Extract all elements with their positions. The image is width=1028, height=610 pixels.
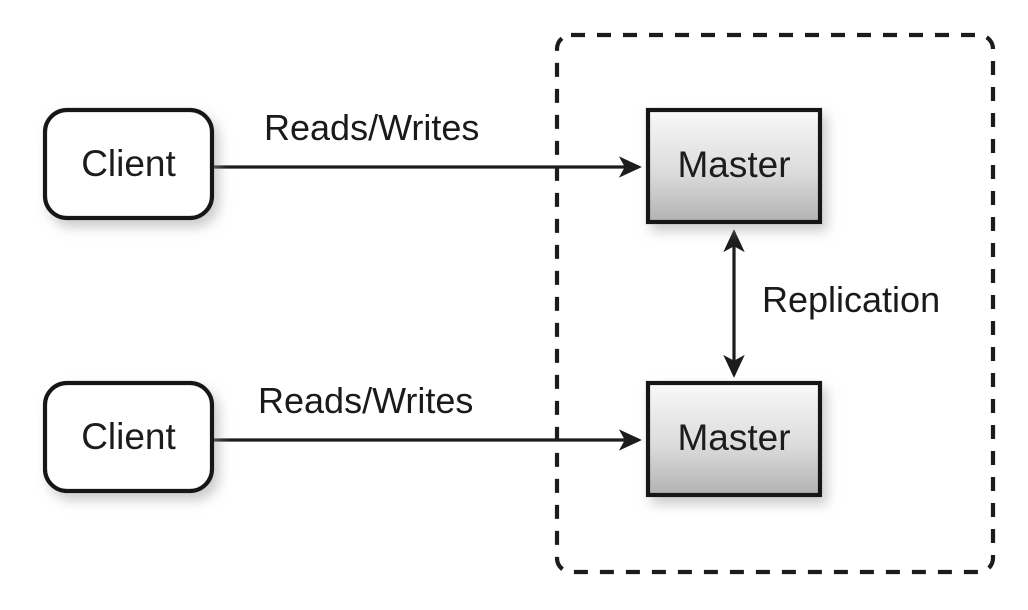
client-top-label: Client [81, 143, 176, 184]
node-master-top[interactable]: Master [645, 107, 823, 225]
edge-label-reads-writes-top: Reads/Writes [264, 107, 479, 148]
master-bottom-label: Master [677, 417, 790, 458]
node-client-top[interactable]: Client [42, 107, 215, 221]
node-master-bottom[interactable]: Master [645, 380, 823, 498]
client-bottom-box[interactable] [42, 380, 215, 494]
edge-label-replication: Replication [762, 279, 940, 320]
node-client-bottom[interactable]: Client [42, 380, 215, 494]
master-bottom-box[interactable] [645, 380, 823, 498]
replication-cluster-boundary [554, 32, 996, 575]
master-top-box[interactable] [645, 107, 823, 225]
edge-reads-writes-top: Reads/Writes [212, 107, 642, 178]
master-top-label: Master [677, 144, 790, 185]
client-top-box[interactable] [42, 107, 215, 221]
client-bottom-label: Client [81, 416, 176, 457]
edge-replication: Replication [723, 229, 940, 378]
edge-label-reads-writes-bottom: Reads/Writes [258, 380, 473, 421]
edge-reads-writes-bottom: Reads/Writes [212, 380, 642, 451]
